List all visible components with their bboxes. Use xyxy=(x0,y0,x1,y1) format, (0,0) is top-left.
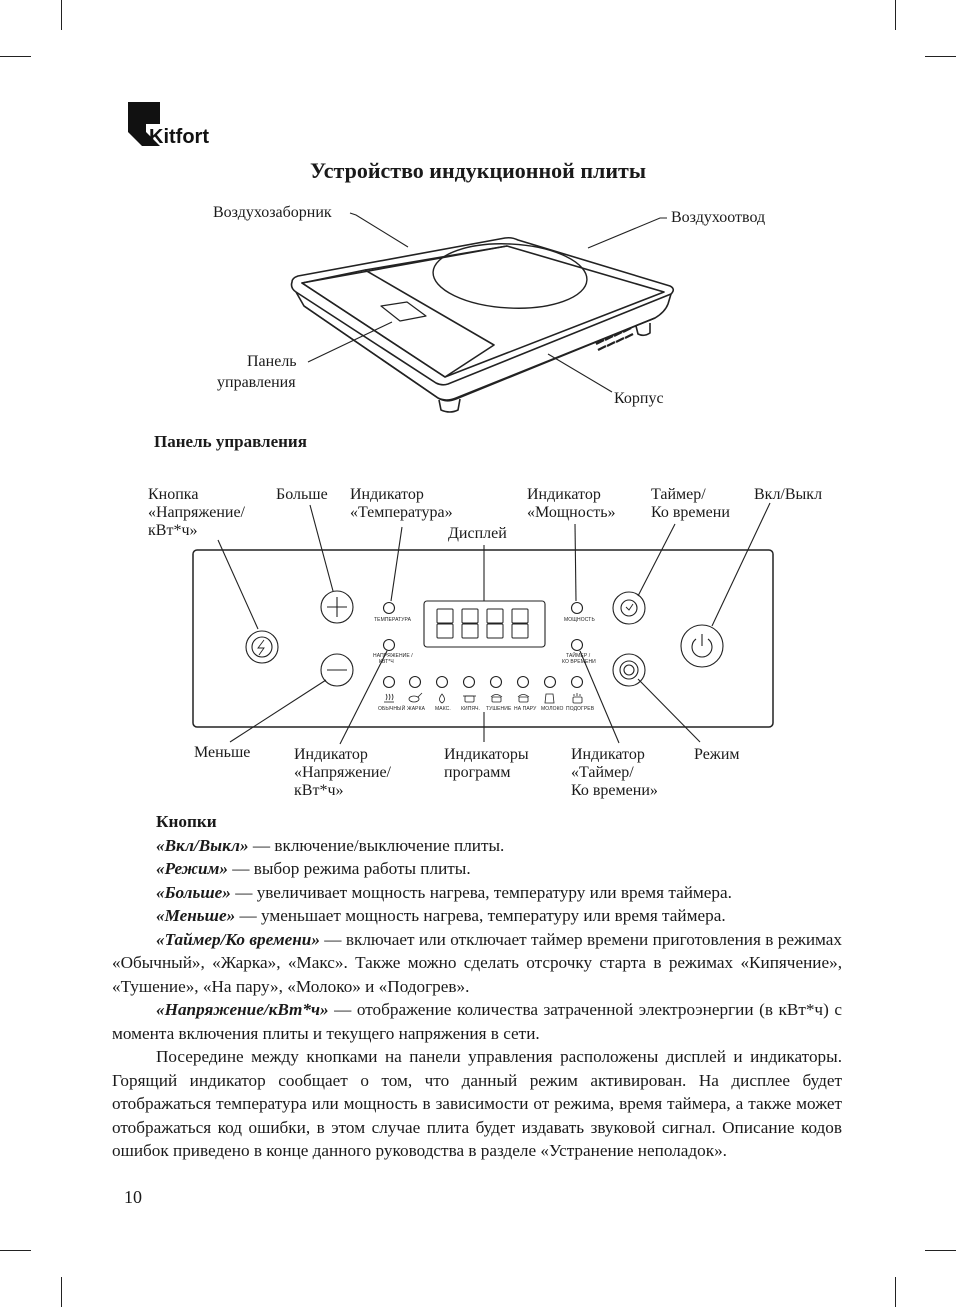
panel-frame xyxy=(192,549,774,728)
page-title: Устройство индукционной плиты xyxy=(309,158,647,183)
tiny-program-6: МОЛОКО xyxy=(541,706,564,712)
label-on-off: Вкл/Выкл xyxy=(754,486,823,503)
power-button xyxy=(680,624,724,668)
buttons-description: Кнопки «Вкл/Выкл» — включение/выключение… xyxy=(112,810,842,1163)
plus-button xyxy=(320,590,354,624)
tiny-program-1: ЖАРКА xyxy=(407,706,426,712)
voltage-indicator xyxy=(382,638,396,652)
buttons-heading: Кнопки xyxy=(156,812,217,831)
desc-item-0: «Вкл/Выкл» — включение/выключение плиты. xyxy=(156,835,505,855)
voltage-button xyxy=(245,630,279,664)
crop-mark xyxy=(0,1250,31,1251)
tiny-program-0: ОБЫЧНЫЙ xyxy=(378,706,406,712)
timer-button xyxy=(612,591,646,625)
display-digits xyxy=(436,608,529,639)
tiny-program-5: НА ПАРУ xyxy=(514,706,537,712)
label-timer-indicator: Индикатор «Таймер/ Ко времени» xyxy=(571,746,658,799)
panel-display xyxy=(380,301,427,322)
crop-mark xyxy=(61,0,62,30)
brand-name: Kitfort xyxy=(149,126,209,148)
timer-indicator xyxy=(570,638,584,652)
desc-item-1: «Режим» — выбор режима работы плиты. xyxy=(156,859,471,878)
label-air-outlet: Воздухоотвод xyxy=(671,209,766,226)
label-program-indicators: Индикаторы программ xyxy=(444,746,529,781)
air-vent-slots xyxy=(595,327,634,351)
desc-item-5: «Напряжение/кВт*ч» — отображение количес… xyxy=(112,1000,842,1043)
tiny-voltage-2: КВТ*Ч xyxy=(379,659,394,665)
tiny-program-3: КИПЯЧ. xyxy=(461,706,481,712)
cooktop-top-outer xyxy=(290,236,675,386)
label-power-indicator: Индикатор «Мощность» xyxy=(527,486,616,521)
label-air-intake: Воздухозаборник xyxy=(213,204,332,221)
tiny-timer-2: КО ВРЕМЕНИ xyxy=(562,659,596,665)
crop-mark xyxy=(61,1277,62,1307)
crop-mark xyxy=(0,56,31,57)
crop-mark xyxy=(895,1277,896,1307)
tiny-power: МОЩНОСТЬ xyxy=(564,617,595,623)
crop-mark xyxy=(925,1250,956,1251)
label-voltage-indicator: Индикатор «Напряжение/ кВт*ч» xyxy=(294,746,391,799)
desc-paragraph: Посередине между кнопками на панели упра… xyxy=(112,1047,842,1160)
tiny-voltage: НАПРЯЖЕНИЕ / xyxy=(373,653,413,659)
power-indicator xyxy=(570,601,584,615)
label-body: Корпус xyxy=(614,390,664,407)
label-more: Больше xyxy=(276,486,328,503)
label-less: Меньше xyxy=(194,744,251,761)
desc-item-3: «Меньше» — уменьшает мощность нагрева, т… xyxy=(156,906,726,925)
mode-button xyxy=(612,653,646,687)
page-number: 10 xyxy=(124,1187,142,1207)
label-mode: Режим xyxy=(694,746,740,763)
minus-button xyxy=(320,653,354,687)
crop-mark xyxy=(925,56,956,57)
label-control-panel: Панель xyxy=(247,353,297,370)
control-panel-zone xyxy=(301,269,495,378)
cooktop-foot xyxy=(438,398,461,413)
label-control-panel-2: управления xyxy=(217,374,296,391)
label-voltage-button: Кнопка «Напряжение/ кВт*ч» xyxy=(148,486,245,539)
cooking-zone xyxy=(432,243,588,309)
tiny-program-4: ТУШЕНИЕ xyxy=(486,706,512,712)
tiny-temp: ТЕМПЕРАТУРА xyxy=(374,617,412,623)
temp-indicator xyxy=(382,601,396,615)
tiny-timer: ТАЙМЕР / xyxy=(566,653,591,659)
crop-mark xyxy=(895,0,896,30)
label-display: Дисплей xyxy=(448,525,507,542)
desc-item-2: «Больше» — увеличивает мощность нагрева,… xyxy=(156,882,732,902)
desc-item-4: «Таймер/Ко времени» — включает или отклю… xyxy=(112,929,843,996)
label-temp-indicator: Индикатор «Температура» xyxy=(350,486,453,521)
program-icons xyxy=(384,692,583,704)
panel-section-title: Панель управления xyxy=(154,432,307,451)
tiny-program-2: МАКС. xyxy=(435,706,451,712)
label-timer: Таймер/ Ко времени xyxy=(651,486,730,521)
tiny-program-7: ПОДОГРЕВ xyxy=(566,706,595,712)
